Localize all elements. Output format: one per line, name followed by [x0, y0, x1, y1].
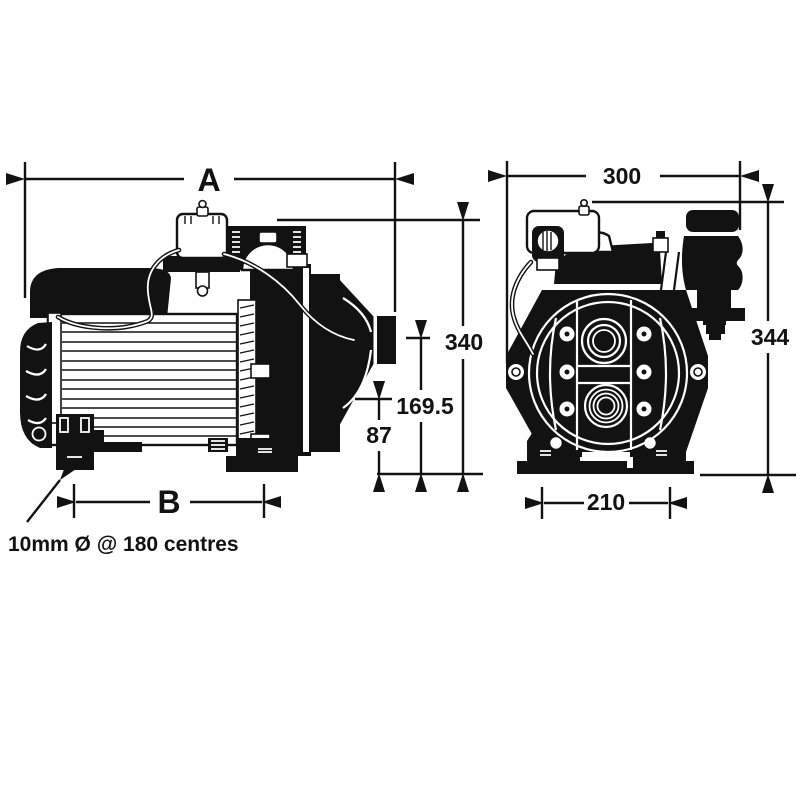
- motor-bottom-step: [94, 430, 104, 452]
- pump-body-front: [309, 274, 340, 452]
- casing-split-line: [303, 268, 309, 452]
- cone-highlight-bottom: [342, 349, 373, 409]
- switch-grooves: [184, 216, 220, 224]
- front-view-pump-illustration: [506, 199, 745, 474]
- flange-hole-left: [508, 364, 524, 380]
- dim-label-B: B: [157, 484, 180, 520]
- dim-label-210: 210: [587, 489, 625, 515]
- stud-right-threads: [293, 231, 301, 253]
- diffuser-cone: [338, 278, 374, 428]
- stud-bolt-right: [292, 228, 302, 262]
- dim-label-340: 340: [445, 329, 483, 355]
- valve-stub: [706, 325, 725, 334]
- dim-label-344: 344: [751, 324, 790, 350]
- cord-clamp-strap: [536, 229, 560, 253]
- switch-vent-ball-front: [579, 199, 588, 208]
- tank-assembly: [681, 210, 745, 340]
- pump-body-rear: [250, 264, 311, 456]
- face-arc-left: [548, 317, 558, 431]
- fan-cover: [20, 322, 52, 448]
- valve-stub-tip: [709, 334, 721, 340]
- switch-wire-left: [55, 247, 182, 331]
- stud-bolt-left: [231, 228, 241, 258]
- dim-label-87: 87: [366, 422, 392, 448]
- switch-vent-ball: [198, 199, 207, 209]
- clamp-bolt-upper: [250, 363, 271, 379]
- switch-vent-nipple-front: [578, 205, 590, 216]
- dome-cap: [258, 231, 278, 244]
- base-gap-band: [580, 457, 633, 461]
- side-view-pump-illustration: [20, 199, 396, 472]
- top-bolt: [652, 237, 669, 253]
- bottom-nut-threads: [211, 440, 225, 450]
- front-base-bar: [517, 461, 694, 474]
- face-inner-ring: [535, 300, 681, 446]
- dim-label-169-5: 169.5: [396, 393, 454, 419]
- clamp-hatch-lines: [239, 304, 255, 444]
- front-flange-body: [506, 290, 708, 452]
- top-bolt-cap: [656, 231, 665, 239]
- switch-vent-nipple: [196, 206, 209, 217]
- face-bolts: [559, 326, 652, 417]
- stud-left-threads: [232, 231, 240, 253]
- flange-hole-right-inner: [693, 367, 703, 377]
- motor-top-cap: [30, 268, 171, 318]
- valve-centre: [703, 304, 726, 325]
- cord-clamp-hatch: [542, 231, 552, 251]
- mounting-note: 10mm Ø @ 180 centres: [8, 533, 239, 556]
- face-outer-ring: [527, 292, 689, 454]
- bonnet-gap: [550, 284, 666, 289]
- face-arc-right: [658, 317, 668, 431]
- pump-base-pad: [226, 456, 298, 472]
- foot-bolt-threads: [540, 450, 667, 456]
- foot-slot-left: [59, 417, 69, 433]
- flange-hole-left-inner: [511, 367, 521, 377]
- fan-cover-hub: [31, 426, 47, 442]
- foot-slot-right: [80, 417, 90, 433]
- centre-band-edges: [575, 300, 633, 450]
- cone-highlight-top: [342, 297, 373, 333]
- dimension-labels: A 300 340 169.5 87 344 B 210 10mm Ø @ 18…: [8, 160, 796, 556]
- base-bar-notch: [627, 461, 633, 468]
- base-pad-marks: [258, 448, 272, 453]
- dim-label-300: 300: [603, 163, 641, 189]
- stud-right-nut: [286, 253, 308, 268]
- flange-hole-right: [690, 364, 706, 380]
- fan-cover-slots: [25, 343, 47, 425]
- switch-wire-right: [221, 251, 357, 343]
- switch-mount-bracket: [163, 256, 240, 272]
- dim-label-A: A: [197, 162, 220, 198]
- note-leader-arrow: [26, 461, 77, 523]
- foot-bolt-left: [548, 435, 564, 451]
- front-wire: [509, 259, 536, 357]
- drain-valve-tip: [196, 285, 209, 297]
- flange-gap: [373, 314, 377, 366]
- cord-clamp-nut: [536, 257, 560, 271]
- centre-band-ribs: [578, 364, 630, 385]
- outlet-flange: [377, 316, 396, 364]
- tank-pipe: [659, 251, 681, 291]
- tank-body: [681, 236, 743, 290]
- pump-bottom-flange: [236, 438, 300, 456]
- suction-port: [580, 317, 628, 365]
- drain-port: [583, 383, 629, 429]
- tank-cap: [686, 210, 739, 232]
